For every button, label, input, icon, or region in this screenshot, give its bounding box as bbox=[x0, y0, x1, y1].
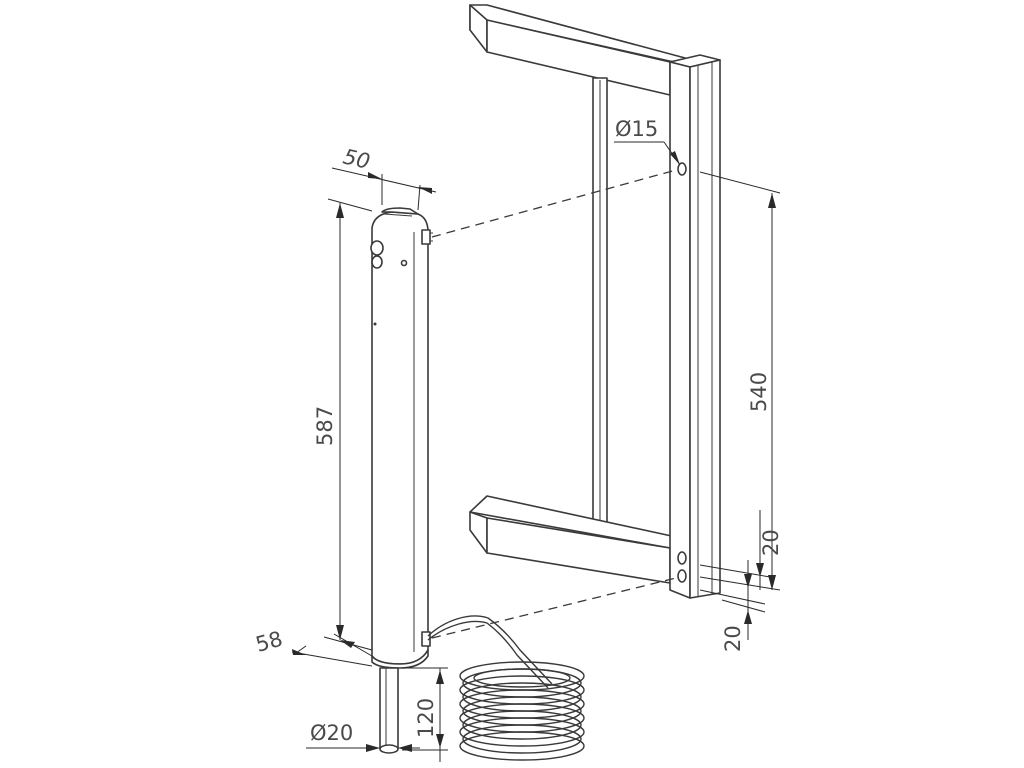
hole-bottom-1 bbox=[677, 551, 687, 565]
top-rail bbox=[469, 4, 701, 96]
gate-frame bbox=[469, 4, 721, 599]
coil-inner-loop bbox=[473, 668, 571, 688]
cable bbox=[427, 615, 553, 689]
mounting-holes bbox=[677, 162, 687, 583]
hinge-upright bbox=[669, 54, 721, 599]
dim-post-depth: 58 bbox=[253, 627, 285, 657]
dimension-labels: 50 587 58 Ø15 540 20 20 Ø20 120 bbox=[253, 117, 783, 745]
dimension-lines bbox=[291, 141, 781, 762]
bottom-rail bbox=[469, 495, 691, 584]
coil-loop bbox=[462, 710, 582, 740]
post bbox=[370, 207, 433, 754]
dim-hole-diameter: Ø15 bbox=[615, 117, 658, 141]
vertical-bar bbox=[592, 77, 608, 527]
top-pin bbox=[421, 229, 433, 245]
coil-loop bbox=[462, 724, 582, 754]
lock-cylinder-icon bbox=[370, 240, 384, 256]
dim-post-width: 50 bbox=[341, 144, 372, 173]
coil-loop bbox=[459, 731, 585, 761]
keyhole-icon bbox=[371, 255, 383, 269]
dim-hole-offset-bottom: 20 bbox=[721, 625, 745, 652]
dim-hole-spacing: 540 bbox=[747, 372, 771, 412]
alignment-lines bbox=[431, 169, 677, 639]
coil-loop bbox=[459, 717, 585, 747]
cable-coil bbox=[459, 661, 585, 761]
dim-pin-length: 120 bbox=[414, 698, 438, 738]
dim-pin-diameter: Ø20 bbox=[310, 721, 353, 745]
hole-bottom-2 bbox=[677, 569, 687, 583]
hole-top bbox=[677, 162, 687, 176]
dim-hole-offset-top: 20 bbox=[759, 529, 783, 556]
ground-pin bbox=[379, 667, 399, 754]
dim-post-height: 587 bbox=[313, 406, 337, 446]
